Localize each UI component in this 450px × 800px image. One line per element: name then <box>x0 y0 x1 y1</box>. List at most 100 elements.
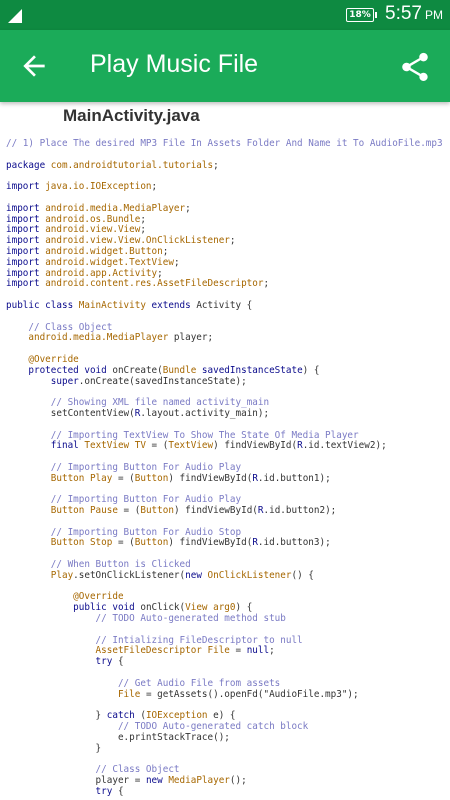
code-token: R <box>252 537 258 549</box>
code-block: // 1) Place The desired MP3 File In Asse… <box>6 138 450 798</box>
share-icon <box>402 52 428 82</box>
code-token: new <box>185 569 208 581</box>
code-token: MediaPlayer <box>168 775 230 787</box>
code-token: .id.button1); <box>257 472 331 484</box>
code-line: Button Play = (Button) findViewById(R.id… <box>6 472 450 485</box>
code-token: ) findViewById( <box>168 537 253 549</box>
code-line: Play.setOnClickListener(new OnClickListe… <box>6 569 450 582</box>
code-token: try <box>6 656 118 668</box>
clock-time: 5:57 <box>385 3 422 24</box>
code-token: ; <box>140 213 146 225</box>
code-token: () { <box>291 569 314 581</box>
share-button[interactable] <box>398 50 432 84</box>
code-line: import android.view.View; <box>6 224 450 236</box>
code-token: .id.button3); <box>257 537 331 549</box>
code-line: // TODO Auto-generated catch block <box>6 721 450 733</box>
code-token: OnClickListener <box>207 569 292 581</box>
code-token: public void <box>6 602 141 614</box>
code-line: AssetFileDescriptor File = null; <box>6 646 450 657</box>
code-token: ; <box>263 278 270 290</box>
code-token: ; <box>173 256 180 268</box>
code-token: ; <box>185 202 191 214</box>
code-token: e) { <box>207 710 236 722</box>
code-token: // Importing TextView To Show The State … <box>6 429 359 441</box>
code-token: // TODO Auto-generated catch block <box>6 721 309 733</box>
code-token: e.printStackTrace(); <box>6 731 230 743</box>
code-token: // TODO Auto-generated method stub <box>6 613 286 625</box>
back-button[interactable] <box>18 50 50 82</box>
code-token: .id.button2); <box>263 505 337 517</box>
code-token: android.view.View.OnClickListener <box>45 235 230 247</box>
code-line: // Intializing FileDescriptor to null <box>6 635 450 647</box>
code-token: } <box>6 742 102 754</box>
code-token: View arg0 <box>185 602 236 614</box>
file-title: MainActivity.java <box>63 106 200 125</box>
code-token: ; <box>269 645 275 657</box>
code-token: = ( <box>117 472 135 484</box>
code-line: // Importing Button For Audio Play <box>6 462 450 474</box>
code-line: protected void onCreate(Bundle savedInst… <box>6 364 450 377</box>
code-token: null <box>246 645 270 657</box>
code-token: // Get Audio File from assets <box>6 677 281 689</box>
code-token: Button Pause <box>6 505 124 517</box>
code-token: onCreate( <box>112 364 163 376</box>
code-token: ) findViewById( <box>168 472 253 484</box>
code-token: AssetFileDescriptor File <box>6 645 236 657</box>
code-token: { <box>117 656 124 668</box>
code-token: = ( <box>123 505 141 517</box>
code-token: // When Button is Clicked <box>6 559 191 571</box>
code-token: TextView TV <box>84 440 152 452</box>
page-title: Play Music File <box>90 50 259 78</box>
code-token: android.view.View <box>45 224 141 236</box>
code-token: // Class Object <box>6 321 113 333</box>
code-token: Activity { <box>196 299 253 311</box>
code-token: super <box>6 375 79 387</box>
code-line: // Importing Button For Audio Play <box>6 494 450 506</box>
code-token: savedInstanceState <box>201 364 303 376</box>
code-token: import <box>6 256 46 268</box>
code-token: android.app.Activity <box>45 267 158 279</box>
code-token: package <box>6 159 51 171</box>
code-line: e.printStackTrace(); <box>6 731 450 744</box>
code-token: import <box>6 213 46 225</box>
clock-ampm: PM <box>424 8 443 22</box>
signal-icon <box>8 8 22 27</box>
code-line: // Showing XML file named activity_main <box>6 397 450 409</box>
code-token: import <box>6 267 46 279</box>
code-line: // Importing Button For Audio Stop <box>6 527 450 539</box>
code-token: ; <box>151 181 158 193</box>
code-token: ; <box>162 245 169 257</box>
code-line: @Override <box>6 354 450 366</box>
code-token: protected void <box>6 364 113 376</box>
code-token: Button Stop <box>6 537 118 549</box>
code-token: R <box>297 440 303 452</box>
code-token: .onCreate(savedInstanceState); <box>78 375 247 387</box>
code-token: ; <box>157 267 163 279</box>
code-token: player = <box>6 775 146 787</box>
code-token: android.widget.TextView <box>45 256 174 268</box>
code-line: File = getAssets().openFd("AudioFile.mp3… <box>6 689 450 701</box>
code-token: = ( <box>151 440 169 452</box>
code-token: import <box>6 235 46 247</box>
code-token: R <box>257 505 264 517</box>
code-token: ; <box>229 235 236 247</box>
code-token: new <box>145 775 169 787</box>
code-line: super.onCreate(savedInstanceState); <box>6 375 450 388</box>
code-token: com.androidtutorial.tutorials <box>50 159 214 171</box>
code-line: player = new MediaPlayer(); <box>6 775 450 787</box>
code-line: // Get Audio File from assets <box>6 677 450 690</box>
code-line: // Class Object <box>6 764 450 776</box>
code-token: // Class Object <box>6 764 180 776</box>
code-token: .setOnClickListener( <box>73 569 186 581</box>
code-token: = ( <box>117 537 135 549</box>
code-token: Button <box>134 472 169 484</box>
code-token: catch <box>106 710 141 722</box>
code-token: android.os.Bundle <box>45 213 141 225</box>
code-line: // When Button is Clicked <box>6 559 450 571</box>
code-token: android.content.res.AssetFileDescriptor <box>45 278 264 290</box>
code-token: Button <box>140 505 174 517</box>
code-token: .layout.activity_main); <box>140 407 270 419</box>
code-token: java.io.IOException <box>45 181 152 193</box>
code-line: // Class Object <box>6 321 450 334</box>
